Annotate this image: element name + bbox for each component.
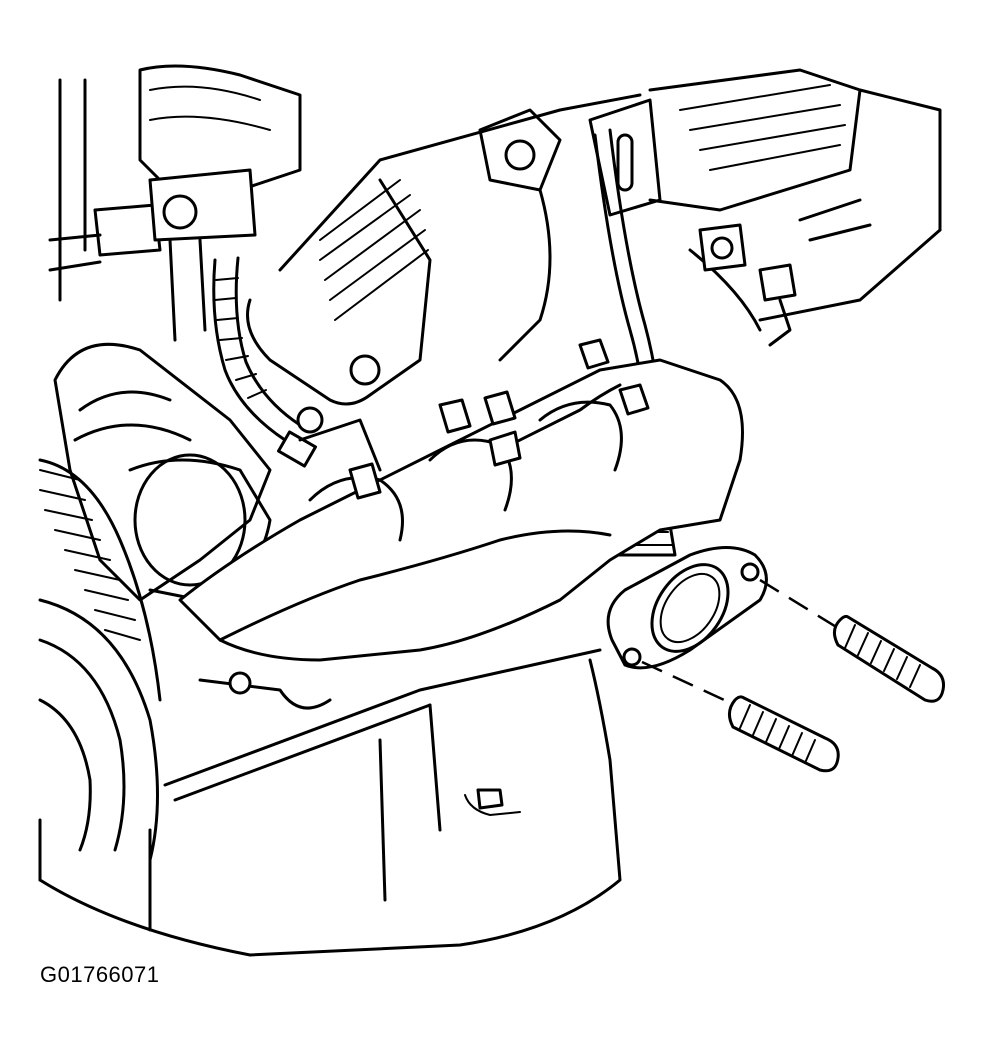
heat-shield-bracket [349,108,872,386]
oil-pan [38,648,622,957]
hose-left [212,256,317,468]
stud-upper [833,614,945,703]
crank-pulley [38,458,162,862]
stud-alignment-lines [641,578,839,707]
flange-gasket [606,546,768,670]
exhaust-manifold [178,338,744,710]
stud-lower [728,695,840,773]
figure-id-label: G01766071 [40,962,160,987]
valve-cover [246,68,942,406]
accessory-bracket [48,64,302,342]
